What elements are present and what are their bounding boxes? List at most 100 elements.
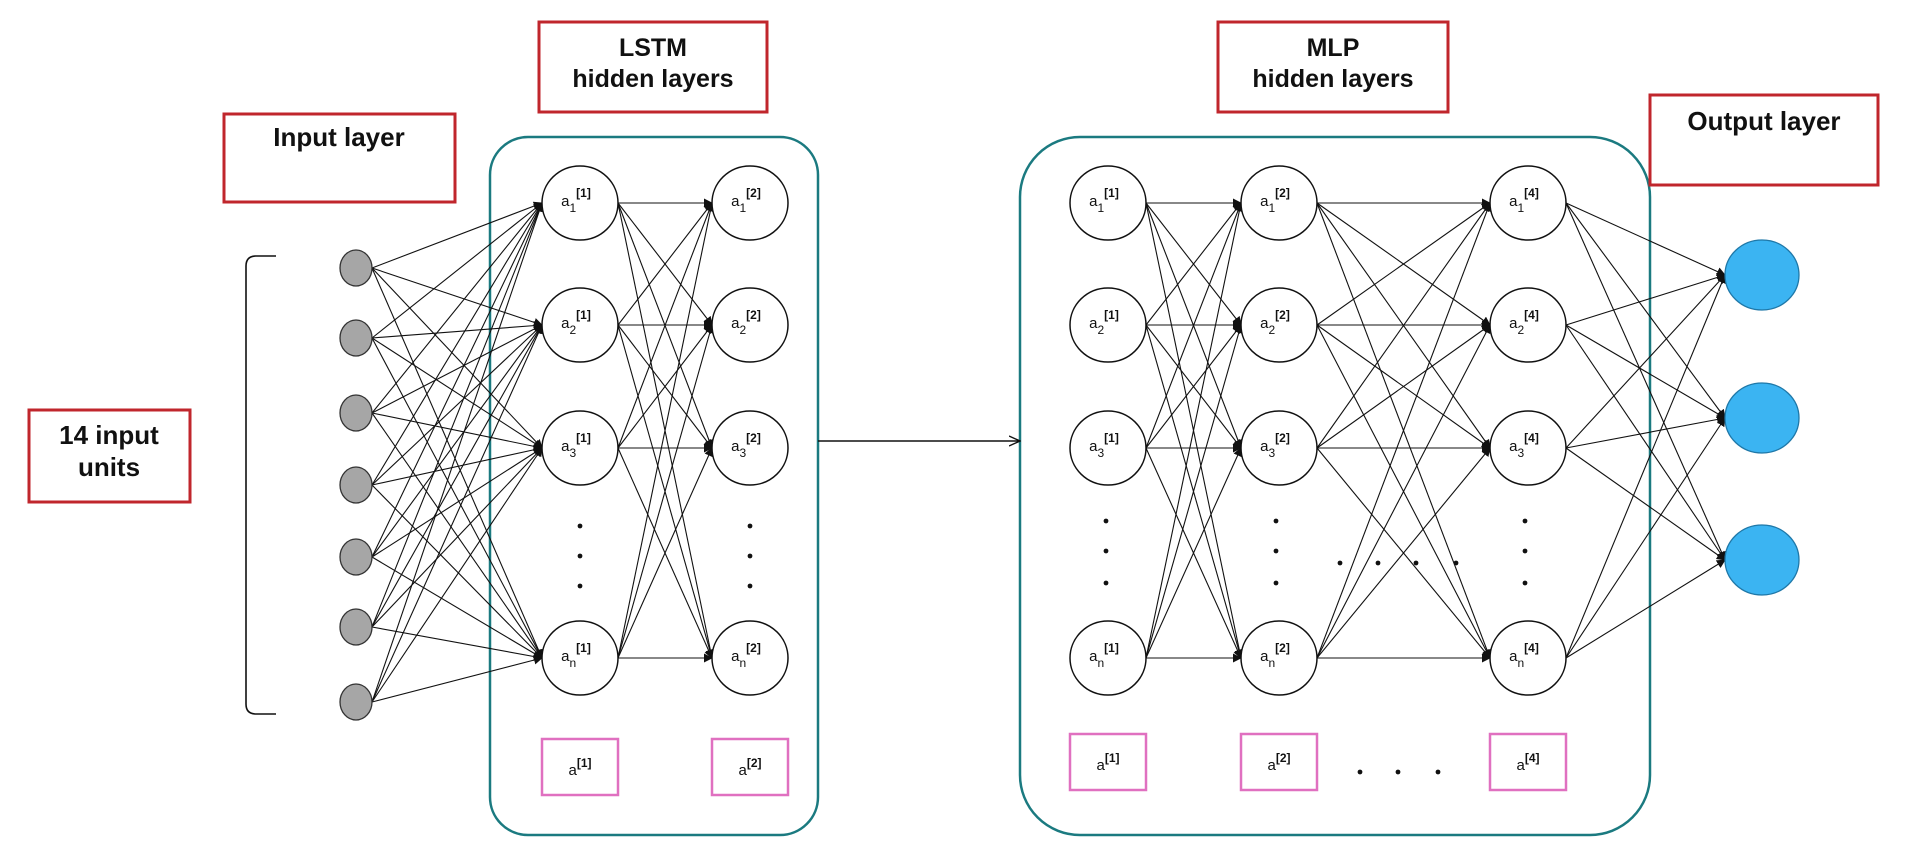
input-edge — [371, 202, 543, 486]
lstm-node-label: a1[1] — [561, 186, 591, 215]
lstm-node — [541, 287, 619, 363]
input-edge — [371, 484, 543, 659]
ellipsis-dot — [577, 553, 583, 559]
mlp-edge — [1316, 202, 1492, 659]
ellipsis-dot — [1357, 769, 1363, 775]
mlp-edge — [1316, 447, 1491, 659]
lstm-container — [488, 135, 820, 837]
lstm-node — [711, 287, 789, 363]
output-node — [1724, 524, 1800, 596]
output-node — [1724, 239, 1800, 311]
output-edge — [1565, 324, 1726, 419]
input-node — [339, 683, 373, 721]
ellipsis-dot — [1453, 560, 1459, 566]
mlp-edge — [1145, 324, 1244, 659]
ellipsis-dot — [1413, 560, 1419, 566]
mlp-node — [1069, 287, 1147, 363]
input-edge — [371, 202, 543, 414]
output-edge — [1565, 202, 1726, 561]
output-layer-text: Output layer — [1687, 106, 1840, 136]
input-edge — [371, 202, 544, 703]
input-edge — [371, 267, 543, 659]
vector-box — [1488, 732, 1568, 792]
ellipsis-dot — [577, 523, 583, 529]
vector-box — [1239, 732, 1319, 792]
mlp-node-label: a3[1] — [1089, 431, 1119, 460]
input-edge — [371, 626, 543, 661]
mlp-node — [1069, 620, 1147, 696]
lstm-edge — [617, 202, 713, 326]
input-edge — [371, 447, 543, 558]
vector-box — [1068, 732, 1148, 792]
ellipsis-dot — [1103, 580, 1109, 586]
output-edge — [1565, 274, 1726, 449]
mlp-edge — [1316, 324, 1491, 449]
input-edge — [371, 337, 543, 659]
output-edge — [1565, 415, 1726, 449]
input-edge — [371, 202, 543, 558]
input-edge — [371, 655, 543, 703]
lstm-node-label: a3[1] — [561, 431, 591, 460]
ellipsis-dot — [747, 583, 753, 589]
mlp-node-label: a1[2] — [1260, 186, 1290, 215]
lstm-edge — [617, 202, 714, 449]
mlp-node — [1489, 287, 1567, 363]
input-layer-label: Input layer — [222, 112, 457, 204]
mlp-node-label: an[2] — [1260, 641, 1290, 670]
lstm-node-label: an[1] — [561, 641, 591, 670]
lstm-node-label: a1[2] — [731, 186, 761, 215]
lstm-node — [711, 620, 789, 696]
lstm-label-line2: hidden layers — [572, 65, 733, 93]
mlp-edge — [1145, 324, 1242, 449]
lstm-node — [541, 165, 619, 241]
input-edge — [371, 412, 543, 451]
input-node — [339, 249, 373, 287]
input-edge — [371, 412, 543, 659]
input-units-text-line2: units — [78, 452, 140, 482]
lstm-node — [711, 410, 789, 486]
ellipsis-dot — [1273, 518, 1279, 524]
output-edge — [1565, 273, 1726, 326]
lstm-node — [541, 410, 619, 486]
ellipsis-dot — [1522, 548, 1528, 554]
lstm-edge — [617, 447, 713, 659]
input-edge — [371, 445, 543, 486]
output-edge — [1565, 417, 1726, 659]
input-edge — [371, 201, 543, 269]
ellipsis-dot — [747, 553, 753, 559]
input-units-text-line1: 14 input — [59, 420, 159, 450]
lstm-node — [541, 620, 619, 696]
mlp-node-label: a2[4] — [1509, 308, 1539, 337]
output-edge — [1565, 202, 1726, 419]
vector-label: a[2] — [738, 756, 761, 779]
input-node — [339, 538, 373, 576]
mlp-node-label: a3[2] — [1260, 431, 1290, 460]
mlp-node — [1069, 410, 1147, 486]
lstm-label: LSTM hidden layers — [537, 20, 769, 114]
input-edge — [371, 324, 543, 628]
mlp-node — [1489, 620, 1567, 696]
input-edge — [371, 267, 543, 327]
mlp-node-label: a1[1] — [1089, 186, 1119, 215]
ellipsis-dot — [1435, 769, 1441, 775]
ellipsis-dots — [577, 518, 1528, 775]
mlp-label-line1: MLP — [1307, 34, 1360, 62]
input-edge — [371, 337, 543, 449]
mlp-node — [1240, 620, 1318, 696]
lstm-edge — [617, 324, 715, 659]
output-layer-label: Output layer — [1648, 93, 1880, 187]
mlp-node — [1240, 410, 1318, 486]
ellipsis-dot — [1103, 518, 1109, 524]
mlp-node — [1489, 165, 1567, 241]
input-edge — [371, 202, 543, 339]
input-units-label: 14 input units — [27, 408, 192, 504]
ellipsis-dot — [1375, 560, 1381, 566]
mlp-node-label: a2[1] — [1089, 308, 1119, 337]
input-node — [339, 608, 373, 646]
ellipsis-dot — [1273, 580, 1279, 586]
mlp-node — [1069, 165, 1147, 241]
mlp-edge — [1145, 447, 1242, 659]
vector-box — [540, 737, 620, 797]
vector-boxes: a[1]a[2]a[1]a[2]a[4] — [540, 732, 1568, 797]
